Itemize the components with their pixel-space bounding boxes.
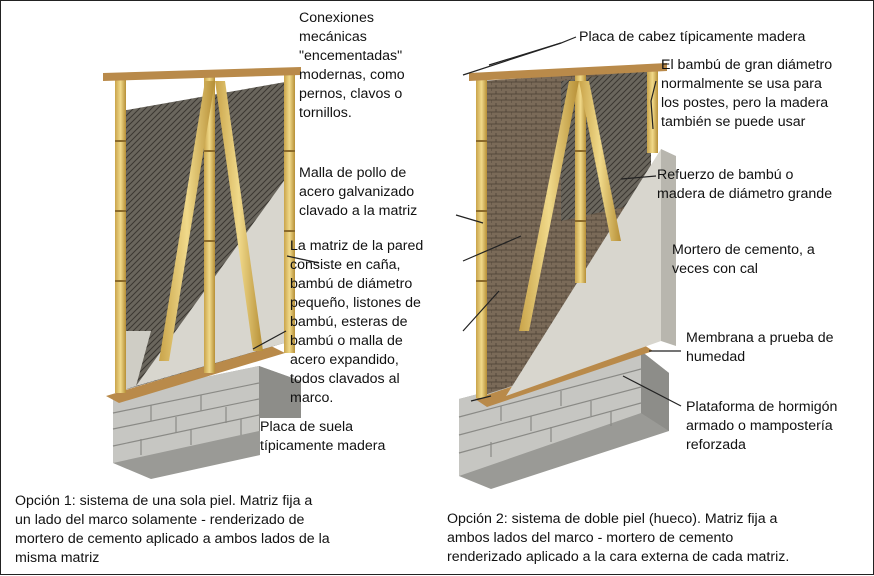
bamboo-post-left-2 bbox=[476, 73, 487, 398]
bamboo-post-right-2 bbox=[647, 67, 658, 153]
leader-mesh bbox=[455, 214, 484, 224]
leader-lines bbox=[252, 36, 682, 407]
label-placa-suela: Placa de suela típicamente madera bbox=[260, 418, 410, 456]
label-placa-cabeza: Placa de cabez típicamente madera bbox=[579, 29, 806, 45]
label-membrana: Membrana a prueba de humedad bbox=[686, 330, 834, 365]
head-plate-1 bbox=[103, 67, 301, 81]
bamboo-brace-1b bbox=[215, 81, 263, 351]
bamboo-brace-1a bbox=[159, 81, 215, 361]
leader-sole-plate bbox=[470, 395, 492, 402]
leader-plataforma bbox=[622, 375, 682, 407]
bamboo-post-left-1 bbox=[115, 73, 126, 393]
head-plate-2 bbox=[469, 63, 667, 81]
leader-post bbox=[650, 80, 657, 130]
sole-plate-1 bbox=[106, 346, 285, 403]
leader-matriz-c bbox=[462, 290, 500, 332]
wall-option-2 bbox=[458, 63, 676, 489]
leader-head-plate bbox=[488, 36, 577, 66]
caption-opcion-2: Opción 2: sistema de doble piel (hueco).… bbox=[447, 511, 790, 565]
bamboo-post-mid-1 bbox=[204, 73, 215, 373]
bamboo-brace-2a bbox=[519, 81, 579, 331]
leader-matriz-d bbox=[252, 330, 287, 350]
leader-refuerzo bbox=[620, 175, 657, 180]
label-matriz-pared: La matriz de la pared consiste en caña, … bbox=[290, 238, 424, 406]
wall-option-1 bbox=[103, 67, 301, 479]
label-conexiones: Conexiones mecánicas "encementadas" mode… bbox=[299, 10, 405, 121]
label-mortero: Mortero de cemento, a veces con cal bbox=[672, 242, 815, 277]
label-refuerzo: Refuerzo de bambú o madera de diámetro g… bbox=[657, 167, 833, 202]
leader-matriz-b bbox=[462, 235, 522, 262]
label-malla-pollo: Malla de pollo de acero galvanizado clav… bbox=[299, 165, 418, 219]
label-plataforma: Plataforma de hormigón armado o mamposte… bbox=[686, 399, 838, 453]
caption-opcion-1: Opción 1: sistema de una sola piel. Matr… bbox=[15, 493, 330, 566]
label-bambu-gran-diametro: El bambú de gran diámetro normalmente se… bbox=[661, 57, 833, 130]
leader-matriz-a bbox=[286, 255, 320, 264]
bamboo-brace-2b bbox=[579, 81, 621, 241]
bamboo-post-mid-2 bbox=[575, 73, 586, 283]
leader-connections bbox=[462, 42, 562, 76]
bamboo-post-right-1 bbox=[284, 73, 295, 353]
